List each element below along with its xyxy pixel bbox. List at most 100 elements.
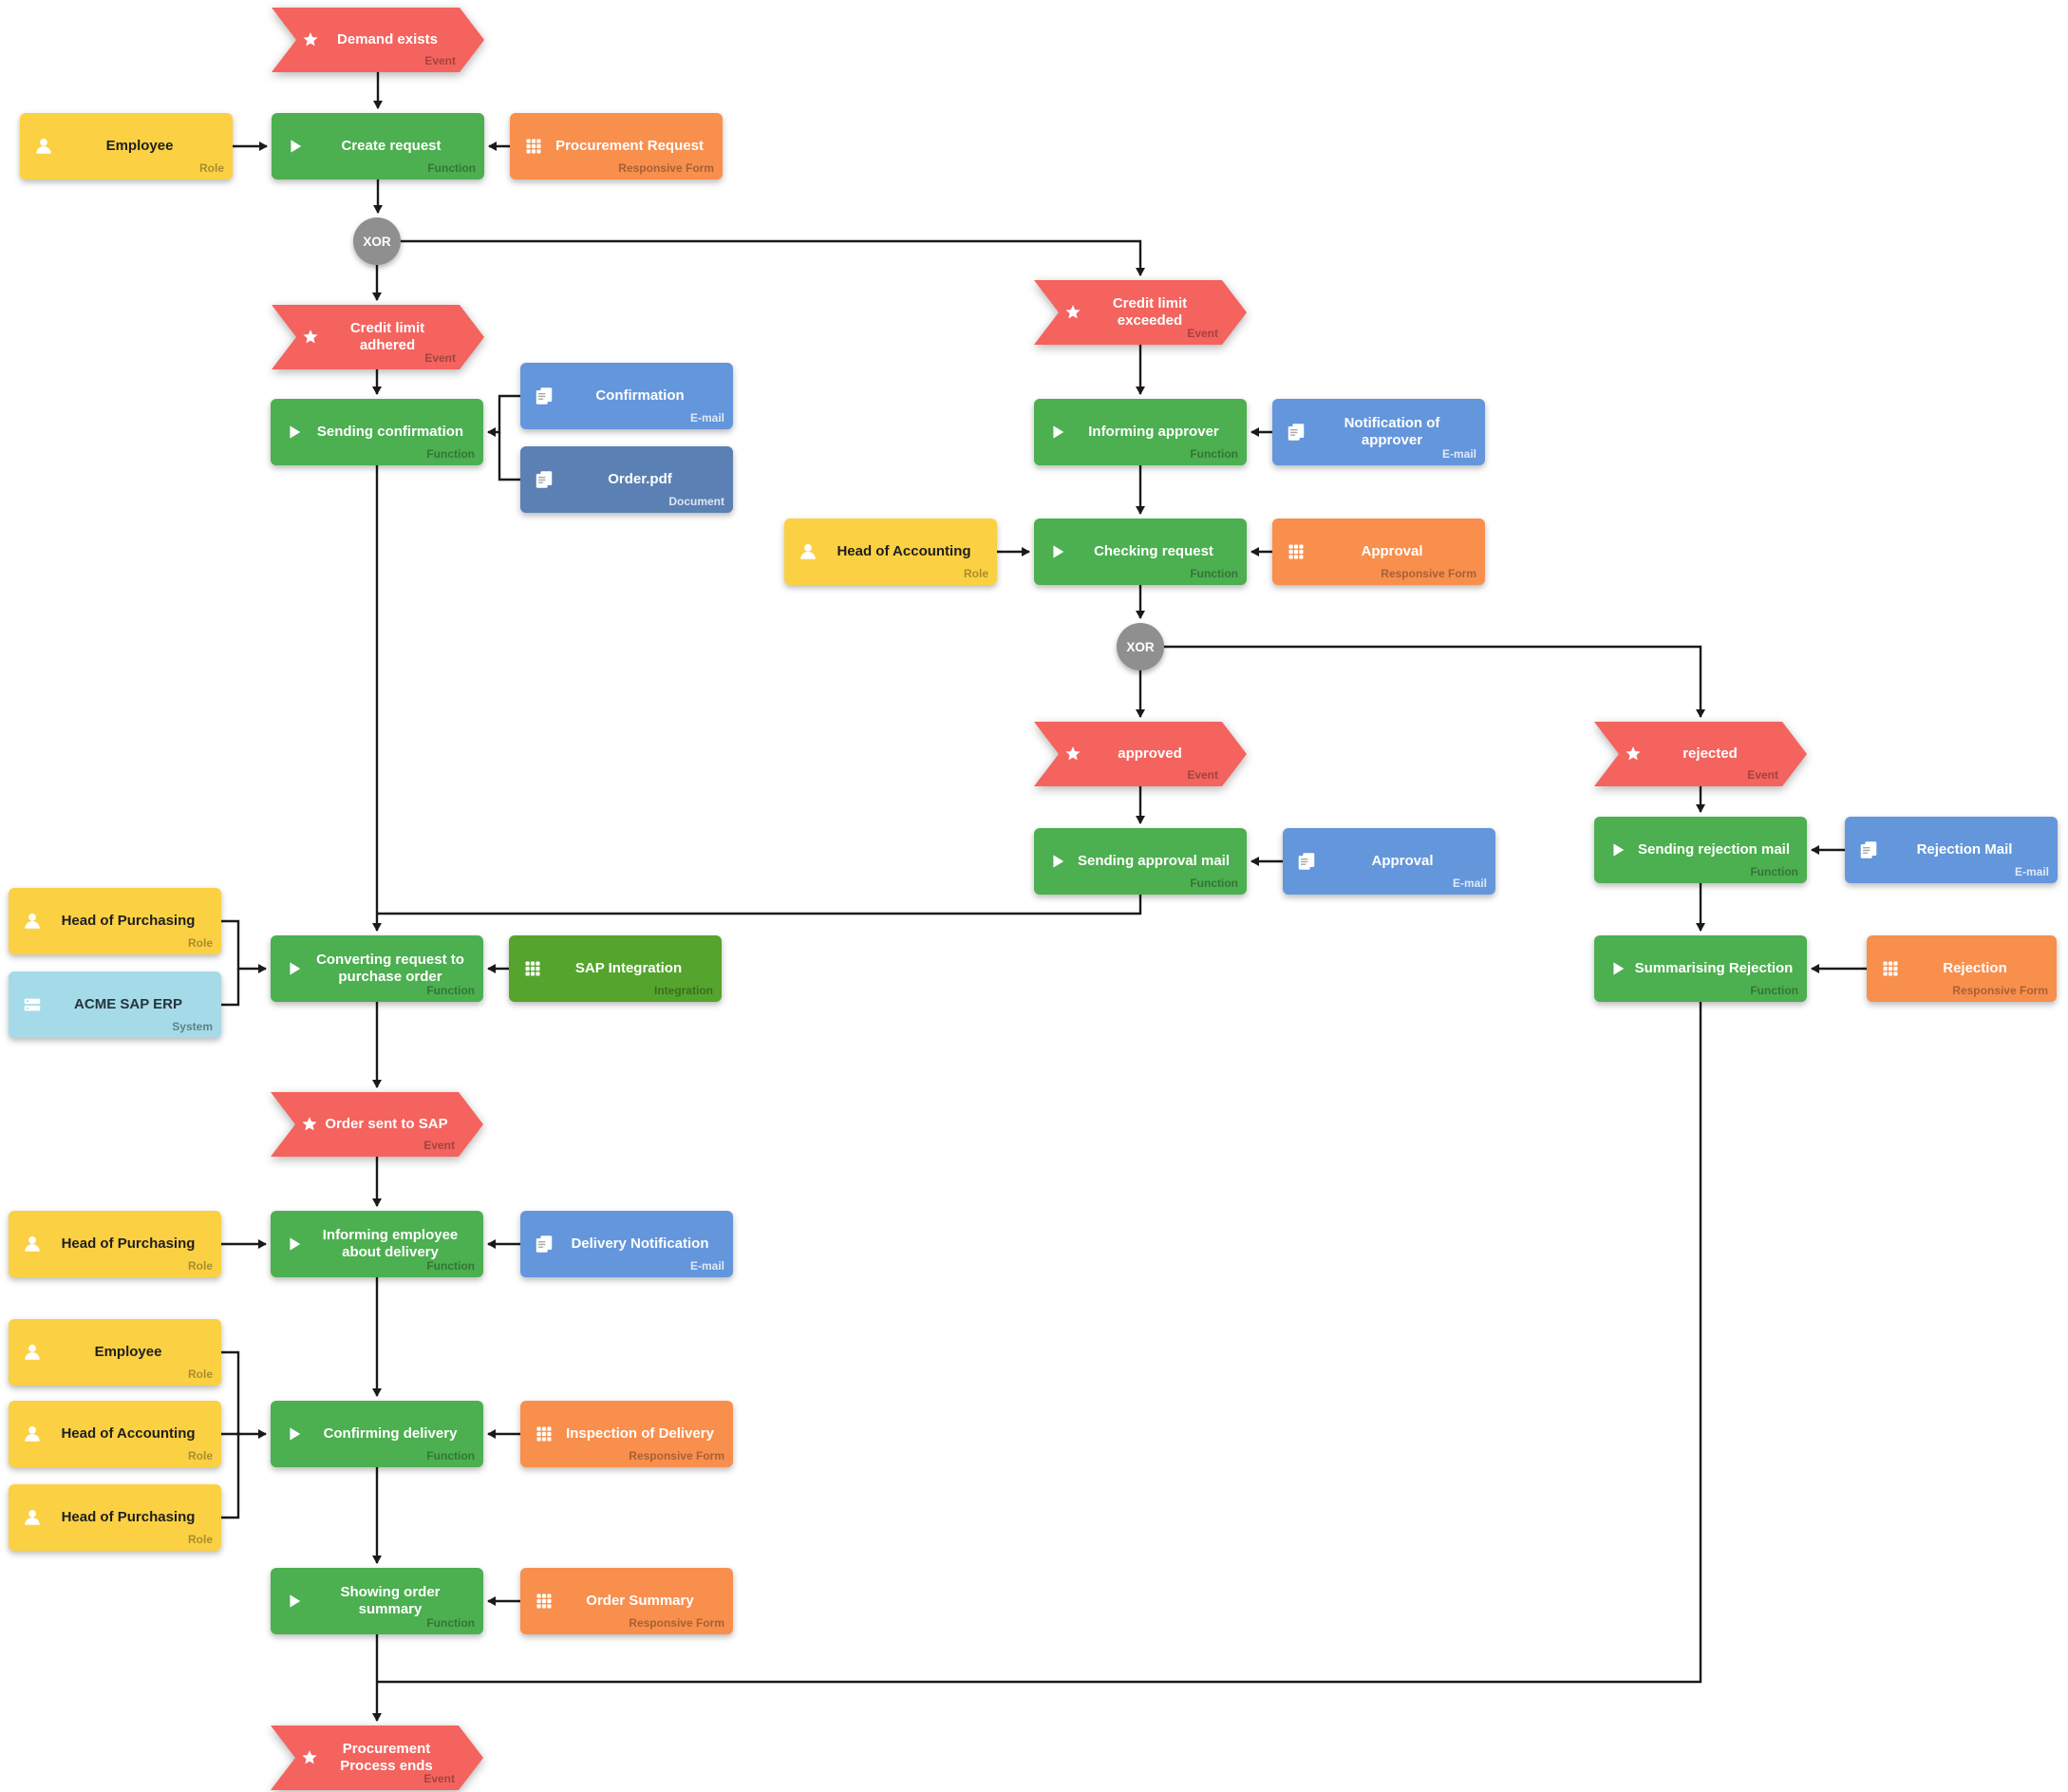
user-icon [32, 135, 55, 158]
mail-document-icon [1285, 421, 1307, 443]
function-showing-order-summary[interactable]: Showing order summary Function [271, 1568, 483, 1634]
form-order-summary[interactable]: Order Summary Responsive Form [520, 1568, 733, 1634]
event-procurement-process-ends[interactable]: Procurement Process ends Event [271, 1726, 483, 1790]
node-label: Confirming delivery [323, 1424, 458, 1442]
node-type-label: Event [423, 1772, 455, 1785]
form-procurement-request[interactable]: Procurement Request Responsive Form [510, 113, 723, 179]
function-informing-approver[interactable]: Informing approver Function [1034, 399, 1247, 465]
event-credit-limit-adhered[interactable]: Credit limit adhered Event [272, 305, 484, 369]
function-informing-employee-about-delivery[interactable]: Informing employee about delivery Functi… [271, 1211, 483, 1277]
node-type-label: Role [187, 1259, 213, 1273]
star-icon [300, 29, 321, 50]
play-icon [284, 135, 307, 158]
function-checking-request[interactable]: Checking request Function [1034, 519, 1247, 585]
role-head-of-purchasing[interactable]: Head of Purchasing Role [9, 888, 221, 954]
node-type-label: Role [187, 936, 213, 950]
email-delivery-notification[interactable]: Delivery Notification E-mail [520, 1211, 733, 1277]
node-type-label: Integration [654, 984, 713, 997]
integration-sap-integration[interactable]: SAP Integration Integration [509, 935, 722, 1002]
node-label: Credit limit adhered [349, 319, 425, 353]
node-label: Approval [1361, 542, 1423, 559]
node-type-label: Role [963, 567, 988, 580]
node-type-label: Responsive Form [1381, 567, 1476, 580]
user-icon [21, 1506, 44, 1529]
play-icon [1607, 839, 1629, 861]
node-label: ACME SAP ERP [74, 995, 182, 1012]
function-converting-request-to-purchase-order[interactable]: Converting request to purchase order Fun… [271, 935, 483, 1002]
node-type-label: Function [1190, 567, 1238, 580]
function-sending-rejection-mail[interactable]: Sending rejection mail Function [1594, 817, 1807, 883]
node-label: Credit limit exceeded [1112, 294, 1188, 329]
node-label: Rejection Mail [1916, 840, 2013, 858]
star-icon [300, 327, 321, 348]
role-employee[interactable]: Employee Role [20, 113, 233, 179]
mail-document-icon [1295, 850, 1318, 873]
play-icon [283, 957, 306, 980]
node-type-label: Function [426, 1449, 475, 1462]
user-icon [21, 1341, 44, 1364]
event-shape: Credit limit exceeded Event [1034, 280, 1247, 345]
event-demand-exists[interactable]: Demand exists Event [272, 8, 484, 72]
node-label: Informing employee about delivery [322, 1226, 459, 1260]
node-label: Approval [1371, 852, 1434, 869]
star-icon [1623, 744, 1644, 764]
node-label: Delivery Notification [571, 1235, 709, 1252]
node-label: Procurement Request [555, 137, 704, 154]
email-rejection-mail[interactable]: Rejection Mail E-mail [1845, 817, 2058, 883]
node-type-label: Function [426, 1259, 475, 1273]
role-head-of-accounting-2[interactable]: Head of Accounting Role [9, 1401, 221, 1467]
event-rejected[interactable]: rejected Event [1594, 722, 1807, 786]
document-order-pdf[interactable]: Order.pdf Document [520, 446, 733, 513]
node-label: Showing order summary [340, 1583, 441, 1617]
email-approval[interactable]: Approval E-mail [1283, 828, 1495, 895]
system-icon [21, 993, 44, 1016]
node-type-label: Event [423, 1139, 455, 1152]
node-label: Inspection of Delivery [566, 1424, 714, 1442]
node-type-label: E-mail [689, 1259, 724, 1273]
role-head-of-purchasing-2[interactable]: Head of Purchasing Role [9, 1211, 221, 1277]
function-summarising-rejection[interactable]: Summarising Rejection Function [1594, 935, 1807, 1002]
role-head-of-accounting[interactable]: Head of Accounting Role [784, 519, 997, 585]
node-type-label: Function [426, 447, 475, 461]
xor-connector-2[interactable]: XOR [1117, 623, 1164, 670]
event-credit-limit-exceeded[interactable]: Credit limit exceeded Event [1034, 280, 1247, 345]
grid-icon [1285, 540, 1307, 563]
node-type-label: Responsive Form [1952, 984, 2048, 997]
event-approved[interactable]: approved Event [1034, 722, 1247, 786]
node-label: Order.pdf [608, 470, 672, 487]
function-create-request[interactable]: Create request Function [272, 113, 484, 179]
play-icon [1046, 421, 1069, 443]
event-order-sent-to-sap[interactable]: Order sent to SAP Event [271, 1092, 483, 1157]
form-inspection-of-delivery[interactable]: Inspection of Delivery Responsive Form [520, 1401, 733, 1467]
event-shape: Procurement Process ends Event [271, 1726, 483, 1790]
node-type-label: Function [1190, 877, 1238, 890]
email-notification-of-approver[interactable]: Notification of approver E-mail [1272, 399, 1485, 465]
form-rejection[interactable]: Rejection Responsive Form [1867, 935, 2057, 1002]
node-label: Sending rejection mail [1637, 840, 1791, 858]
node-label: Head of Purchasing [61, 1235, 196, 1252]
node-type-label: Function [1190, 447, 1238, 461]
role-employee-2[interactable]: Employee Role [9, 1319, 221, 1386]
function-confirming-delivery[interactable]: Confirming delivery Function [271, 1401, 483, 1467]
xor-connector-1[interactable]: XOR [353, 217, 401, 265]
node-type-label: Role [187, 1449, 213, 1462]
node-label: Head of Accounting [61, 1424, 196, 1442]
node-type-label: Role [187, 1533, 213, 1546]
email-confirmation[interactable]: Confirmation E-mail [520, 363, 733, 429]
grid-icon [533, 1590, 555, 1613]
function-sending-confirmation[interactable]: Sending confirmation Function [271, 399, 483, 465]
event-shape: approved Event [1034, 722, 1247, 786]
node-type-label: Event [1187, 327, 1218, 340]
mail-document-icon [1857, 839, 1880, 861]
role-head-of-purchasing-3[interactable]: Head of Purchasing Role [9, 1484, 221, 1551]
user-icon [21, 1233, 44, 1255]
system-acme-sap-erp[interactable]: ACME SAP ERP System [9, 971, 221, 1038]
event-shape: Demand exists Event [272, 8, 484, 72]
node-type-label: Event [424, 54, 456, 67]
function-sending-approval-mail[interactable]: Sending approval mail Function [1034, 828, 1247, 895]
user-icon [21, 910, 44, 933]
form-approval[interactable]: Approval Responsive Form [1272, 519, 1485, 585]
play-icon [283, 421, 306, 443]
grid-icon [1879, 957, 1902, 980]
